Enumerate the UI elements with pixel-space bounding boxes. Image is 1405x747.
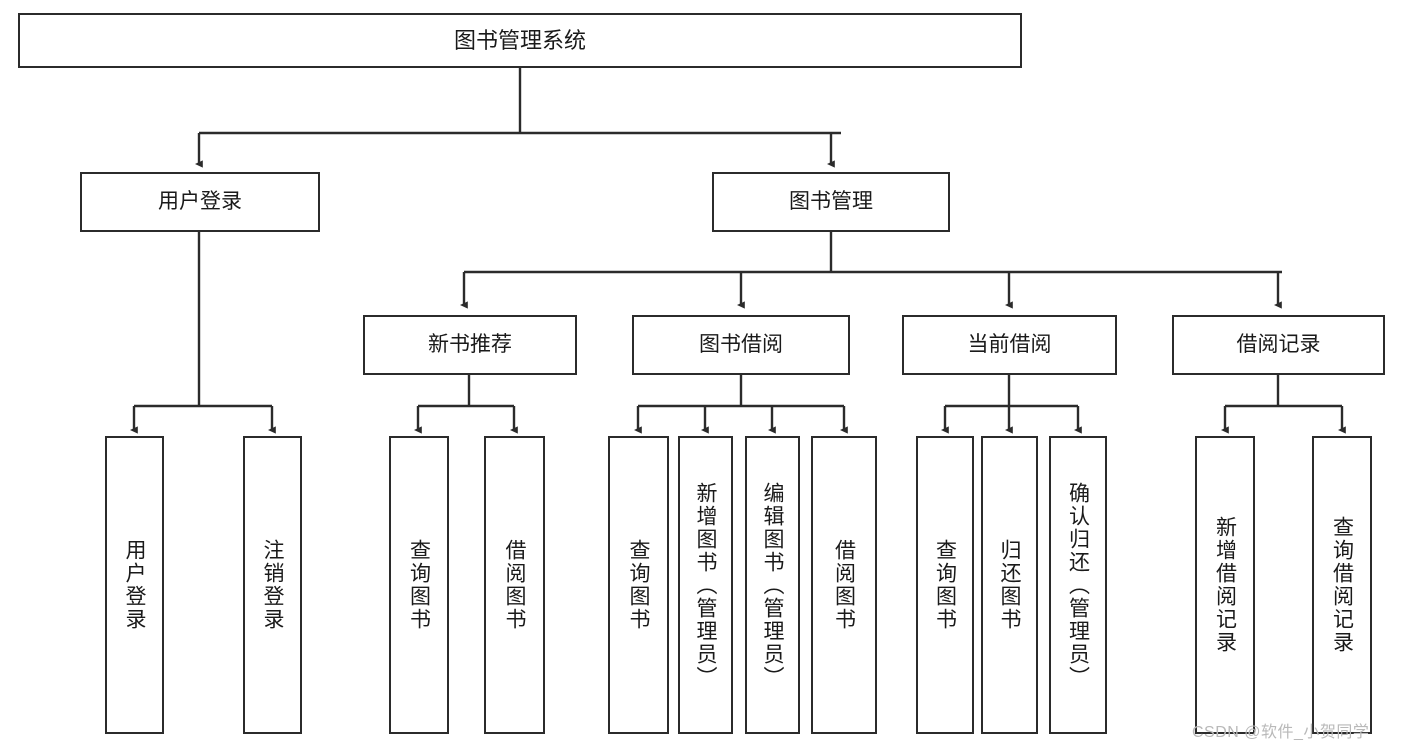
node-label: 注销登录: [261, 539, 284, 631]
node-leaf-borrow-book-recommend[interactable]: 借阅图书: [484, 436, 545, 734]
node-label: 借阅图书: [503, 539, 526, 631]
node-label: 图书借阅: [699, 332, 783, 356]
node-borrow-record[interactable]: 借阅记录: [1172, 315, 1385, 375]
node-leaf-query-book-recommend[interactable]: 查询图书: [389, 436, 449, 734]
node-label: 查询图书: [407, 539, 431, 631]
node-label: 借阅图书: [832, 539, 856, 631]
node-label: 图书管理系统: [453, 27, 586, 53]
node-label: 用户登录: [158, 189, 242, 213]
node-leaf-query-borrow-record[interactable]: 查询借阅记录: [1312, 436, 1372, 734]
node-leaf-add-borrow-record[interactable]: 新增借阅记录: [1195, 436, 1255, 734]
node-label: 用户登录: [123, 539, 146, 631]
node-book-borrow[interactable]: 图书借阅: [632, 315, 850, 375]
node-user-login[interactable]: 用户登录: [80, 172, 320, 232]
node-leaf-edit-book-admin[interactable]: 编辑图书（管理员）: [745, 436, 800, 734]
node-label: 编辑图书（管理员）: [761, 481, 784, 689]
watermark: CSDN @软件_小贺同学: [1192, 724, 1370, 741]
node-label: 新增图书（管理员）: [694, 481, 717, 689]
node-new-book-recommend[interactable]: 新书推荐: [363, 315, 577, 375]
node-label: 图书管理: [789, 189, 873, 213]
node-label: 查询借阅记录: [1330, 516, 1354, 654]
node-label: 借阅记录: [1236, 332, 1321, 356]
node-leaf-user-login[interactable]: 用户登录: [105, 436, 164, 734]
node-label: 查询图书: [627, 539, 650, 631]
node-leaf-borrow-book[interactable]: 借阅图书: [811, 436, 877, 734]
node-leaf-confirm-return-admin[interactable]: 确认归还（管理员）: [1049, 436, 1107, 734]
node-label: 确认归还（管理员）: [1066, 481, 1090, 689]
node-label: 归还图书: [998, 539, 1021, 631]
node-label: 查询图书: [933, 539, 957, 631]
node-leaf-add-book-admin[interactable]: 新增图书（管理员）: [678, 436, 733, 734]
node-root-book-management-system[interactable]: 图书管理系统: [18, 13, 1022, 68]
node-label: 新书推荐: [428, 332, 512, 356]
node-leaf-logout[interactable]: 注销登录: [243, 436, 302, 734]
node-book-management[interactable]: 图书管理: [712, 172, 950, 232]
node-leaf-query-book-current[interactable]: 查询图书: [916, 436, 974, 734]
node-current-borrow[interactable]: 当前借阅: [902, 315, 1117, 375]
node-leaf-query-book-borrow[interactable]: 查询图书: [608, 436, 669, 734]
node-leaf-return-book[interactable]: 归还图书: [981, 436, 1038, 734]
node-label: 新增借阅记录: [1213, 516, 1237, 654]
node-label: 当前借阅: [967, 332, 1052, 356]
